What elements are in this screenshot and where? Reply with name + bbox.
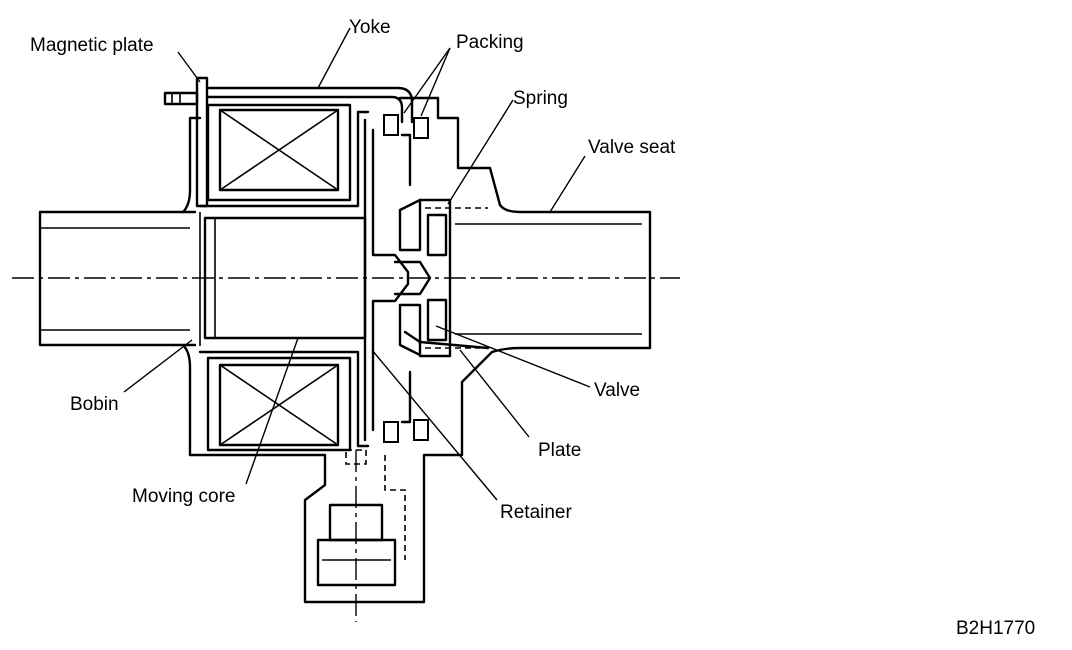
upper-coil	[206, 103, 352, 202]
yoke-label: Yoke	[349, 17, 391, 38]
bobin-label: Bobin	[70, 394, 119, 415]
magnetic-plate-label: Magnetic plate	[30, 35, 154, 56]
packings	[383, 114, 429, 443]
bobin	[198, 110, 370, 448]
valve-seat	[455, 203, 652, 354]
valve-assembly	[398, 198, 490, 358]
retainer	[363, 118, 432, 442]
retainer-label: Retainer	[500, 502, 572, 523]
spring-label: Spring	[513, 88, 568, 109]
plate-label: Plate	[538, 440, 581, 461]
lower-coil	[206, 356, 352, 452]
housing	[188, 96, 502, 604]
lower-outlet	[316, 449, 406, 587]
magnetic-plate	[163, 76, 209, 208]
valve-label: Valve	[594, 380, 640, 401]
valve-seat-label: Valve seat	[588, 137, 676, 158]
moving-core-label: Moving core	[132, 486, 236, 507]
leader-lines	[123, 27, 591, 501]
figure-code: B2H1770	[956, 618, 1035, 639]
packing-label: Packing	[456, 32, 524, 53]
inlet-pipe	[38, 150, 197, 457]
